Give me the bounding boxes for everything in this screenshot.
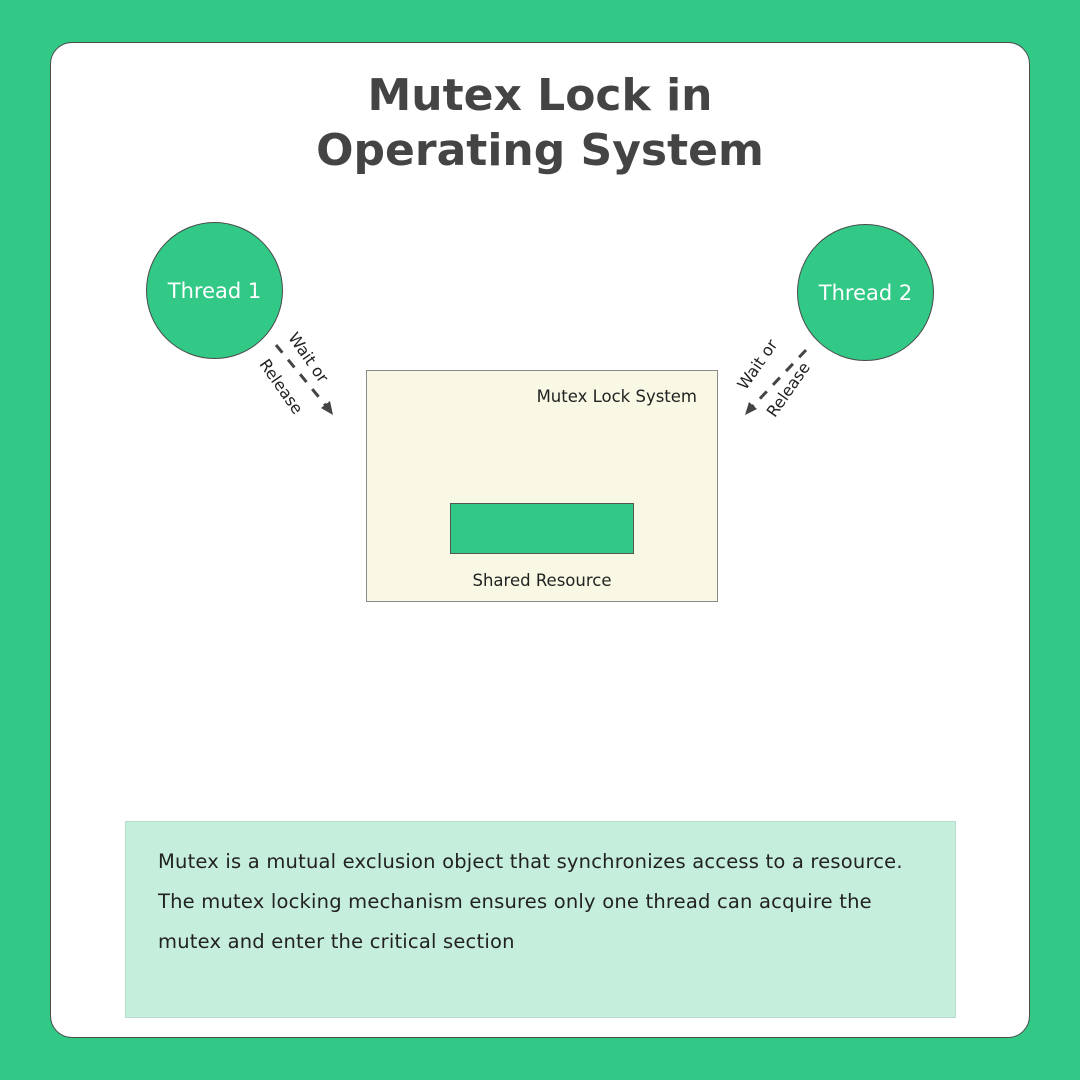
page-title: Mutex Lock in Operating System xyxy=(0,68,1080,178)
title-line-1: Mutex Lock in xyxy=(367,70,713,121)
thread-1-arrow-line xyxy=(274,344,329,408)
shared-resource-label: Shared Resource xyxy=(472,571,612,590)
description-box: Mutex is a mutual exclusion object that … xyxy=(125,821,956,1018)
thread-2-node: Thread 2 xyxy=(797,224,934,361)
description-text: Mutex is a mutual exclusion object that … xyxy=(158,850,903,953)
mutex-lock-system-label: Mutex Lock System xyxy=(536,387,697,406)
title-line-2: Operating System xyxy=(316,125,764,176)
thread-1-label: Thread 1 xyxy=(167,278,262,303)
mutex-lock-system-box: Mutex Lock System Shared Resource xyxy=(366,370,718,602)
thread-1-arrowhead xyxy=(321,401,333,415)
shared-resource-block xyxy=(450,503,634,554)
thread-2-arrowhead xyxy=(745,402,757,415)
thread-2-label: Thread 2 xyxy=(818,280,913,305)
thread-2-arrow-line xyxy=(750,348,808,409)
thread-1-node: Thread 1 xyxy=(146,222,283,359)
